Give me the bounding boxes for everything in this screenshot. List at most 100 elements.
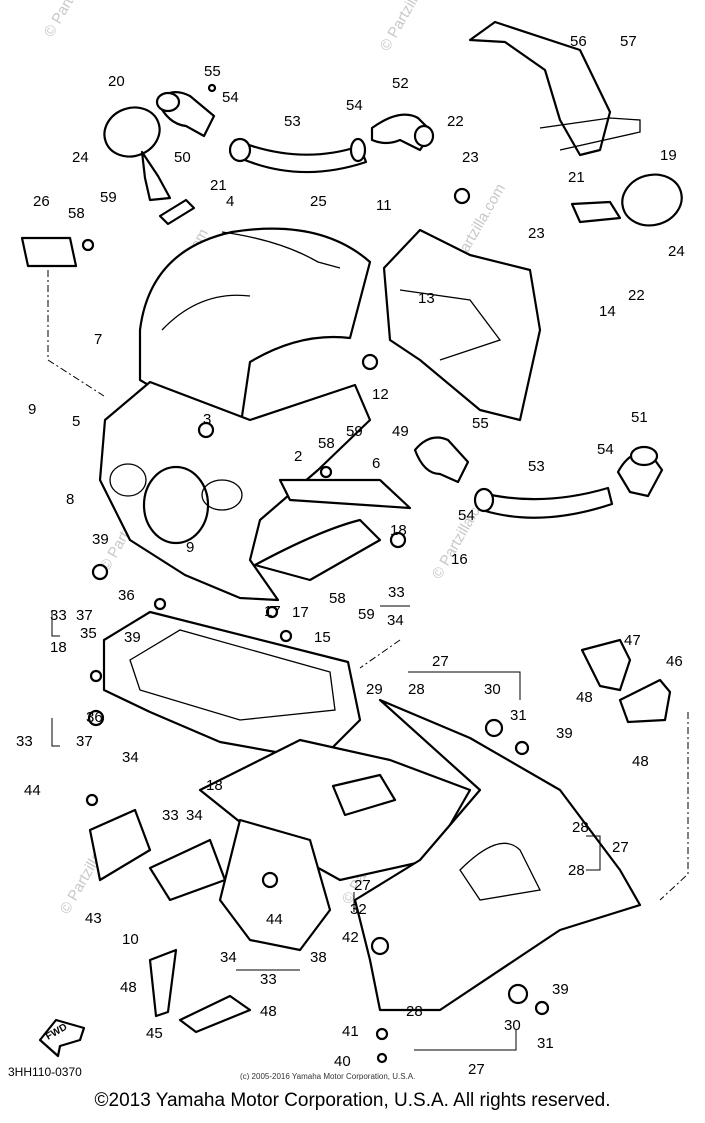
callout-number: 43 — [85, 910, 102, 927]
callout-number: 22 — [447, 113, 464, 130]
callout-number: 33 — [16, 733, 33, 750]
callout-number: 58 — [329, 590, 346, 607]
callout-number: 16 — [451, 551, 468, 568]
callout-number: 30 — [504, 1017, 521, 1034]
callout-number: 14 — [599, 303, 616, 320]
callout-number: 8 — [66, 491, 74, 508]
callout-number: 34 — [186, 807, 203, 824]
callout-number: 33 — [50, 607, 67, 624]
callout-number: 9 — [28, 401, 36, 418]
callout-number: 21 — [568, 169, 585, 186]
callout-number: 39 — [552, 981, 569, 998]
callout-number: 27 — [354, 877, 371, 894]
callout-number: 24 — [668, 243, 685, 260]
callout-number: 54 — [458, 507, 475, 524]
callout-number: 59 — [346, 423, 363, 440]
callout-number: 38 — [310, 949, 327, 966]
callout-number: 13 — [418, 290, 435, 307]
callout-number: 28 — [568, 862, 585, 879]
small-copyright: (c) 2005-2016 Yamaha Motor Corporation, … — [240, 1072, 415, 1080]
callout-number: 44 — [266, 911, 283, 928]
callout-number: 11 — [376, 197, 392, 214]
callout-number: 48 — [632, 753, 649, 770]
callout-number: 12 — [372, 386, 389, 403]
callout-number: 34 — [220, 949, 237, 966]
hose-53-right — [473, 486, 614, 519]
callout-number: 41 — [342, 1023, 359, 1040]
exploded-parts-diagram: © Partzilla.com © Partzilla.com © Partzi… — [8, 0, 689, 1080]
callout-number: 48 — [576, 689, 593, 706]
callout-number: 40 — [334, 1053, 351, 1070]
callout-number: 22 — [628, 287, 645, 304]
callout-number: 42 — [342, 929, 359, 946]
bracket-26 — [20, 236, 78, 268]
callout-number: 17 — [292, 604, 309, 621]
callout-number: 33 — [388, 584, 405, 601]
side-trim-6 — [278, 478, 412, 510]
lower-cowl-right — [353, 698, 642, 1012]
duct-49 — [413, 436, 470, 484]
callout-number: 18 — [206, 777, 223, 794]
callout-number: 55 — [472, 415, 489, 432]
callout-number: 28 — [572, 819, 589, 836]
mirror-right — [570, 173, 683, 227]
duct-51 — [616, 445, 664, 498]
callout-number: 56 — [570, 33, 587, 50]
callout-number: 26 — [33, 193, 50, 210]
callout-number: 53 — [284, 113, 301, 130]
callout-number: 39 — [92, 531, 109, 548]
callout-number: 54 — [346, 97, 363, 114]
callout-number: 34 — [387, 612, 404, 629]
callout-number: 7 — [94, 331, 102, 348]
callout-number: 49 — [392, 423, 409, 440]
callout-number: 29 — [366, 681, 383, 698]
callout-number: 37 — [76, 607, 93, 624]
callout-number: 39 — [124, 629, 141, 646]
callout-number: 28 — [408, 681, 425, 698]
callout-number: 36 — [118, 587, 135, 604]
mirror-left — [103, 106, 172, 202]
callout-number: 46 — [666, 653, 683, 670]
stay-11 — [382, 228, 542, 422]
copyright-footer: ©2013 Yamaha Motor Corporation, U.S.A. A… — [94, 1090, 611, 1111]
callout-number: 44 — [24, 782, 41, 799]
watermark: © Partzilla.com — [41, 0, 106, 40]
hardware — [81, 83, 550, 1064]
callout-number: 18 — [390, 522, 407, 539]
callout-number: 34 — [122, 749, 139, 766]
watermark: © Partzilla.com — [377, 0, 442, 54]
bracket-47 — [580, 638, 632, 692]
callout-number: 27 — [612, 839, 629, 856]
stay-56 — [468, 20, 641, 157]
bracket-45 — [148, 948, 252, 1034]
callout-number: 54 — [597, 441, 614, 458]
callout-number: 15 — [314, 629, 331, 646]
leader-lines — [47, 270, 689, 1051]
callout-number: 10 — [122, 931, 139, 948]
duct-52 — [370, 113, 435, 152]
callout-number: 23 — [528, 225, 545, 242]
drawing-code: 3HH110-0370 — [8, 1065, 82, 1079]
callout-number: 32 — [350, 901, 367, 918]
callout-number: 51 — [631, 409, 648, 426]
callout-number: 2 — [294, 448, 302, 465]
callout-number: 28 — [406, 1003, 423, 1020]
callout-number: 23 — [462, 149, 479, 166]
callout-number: 33 — [162, 807, 179, 824]
callout-number: 45 — [146, 1025, 163, 1042]
callout-number: 59 — [358, 606, 375, 623]
callout-number: 3 — [203, 411, 211, 428]
duct-50 — [155, 91, 216, 138]
callout-number: 53 — [528, 458, 545, 475]
callout-number: 48 — [120, 979, 137, 996]
callout-number: 33 — [260, 971, 277, 988]
callout-number: 6 — [372, 455, 380, 472]
bracket-46 — [618, 678, 672, 724]
callout-number: 39 — [556, 725, 573, 742]
callout-number: 27 — [468, 1061, 485, 1078]
callout-number: 17 — [264, 603, 281, 620]
bracket-43 — [88, 808, 227, 902]
upper-cowling — [98, 380, 372, 602]
